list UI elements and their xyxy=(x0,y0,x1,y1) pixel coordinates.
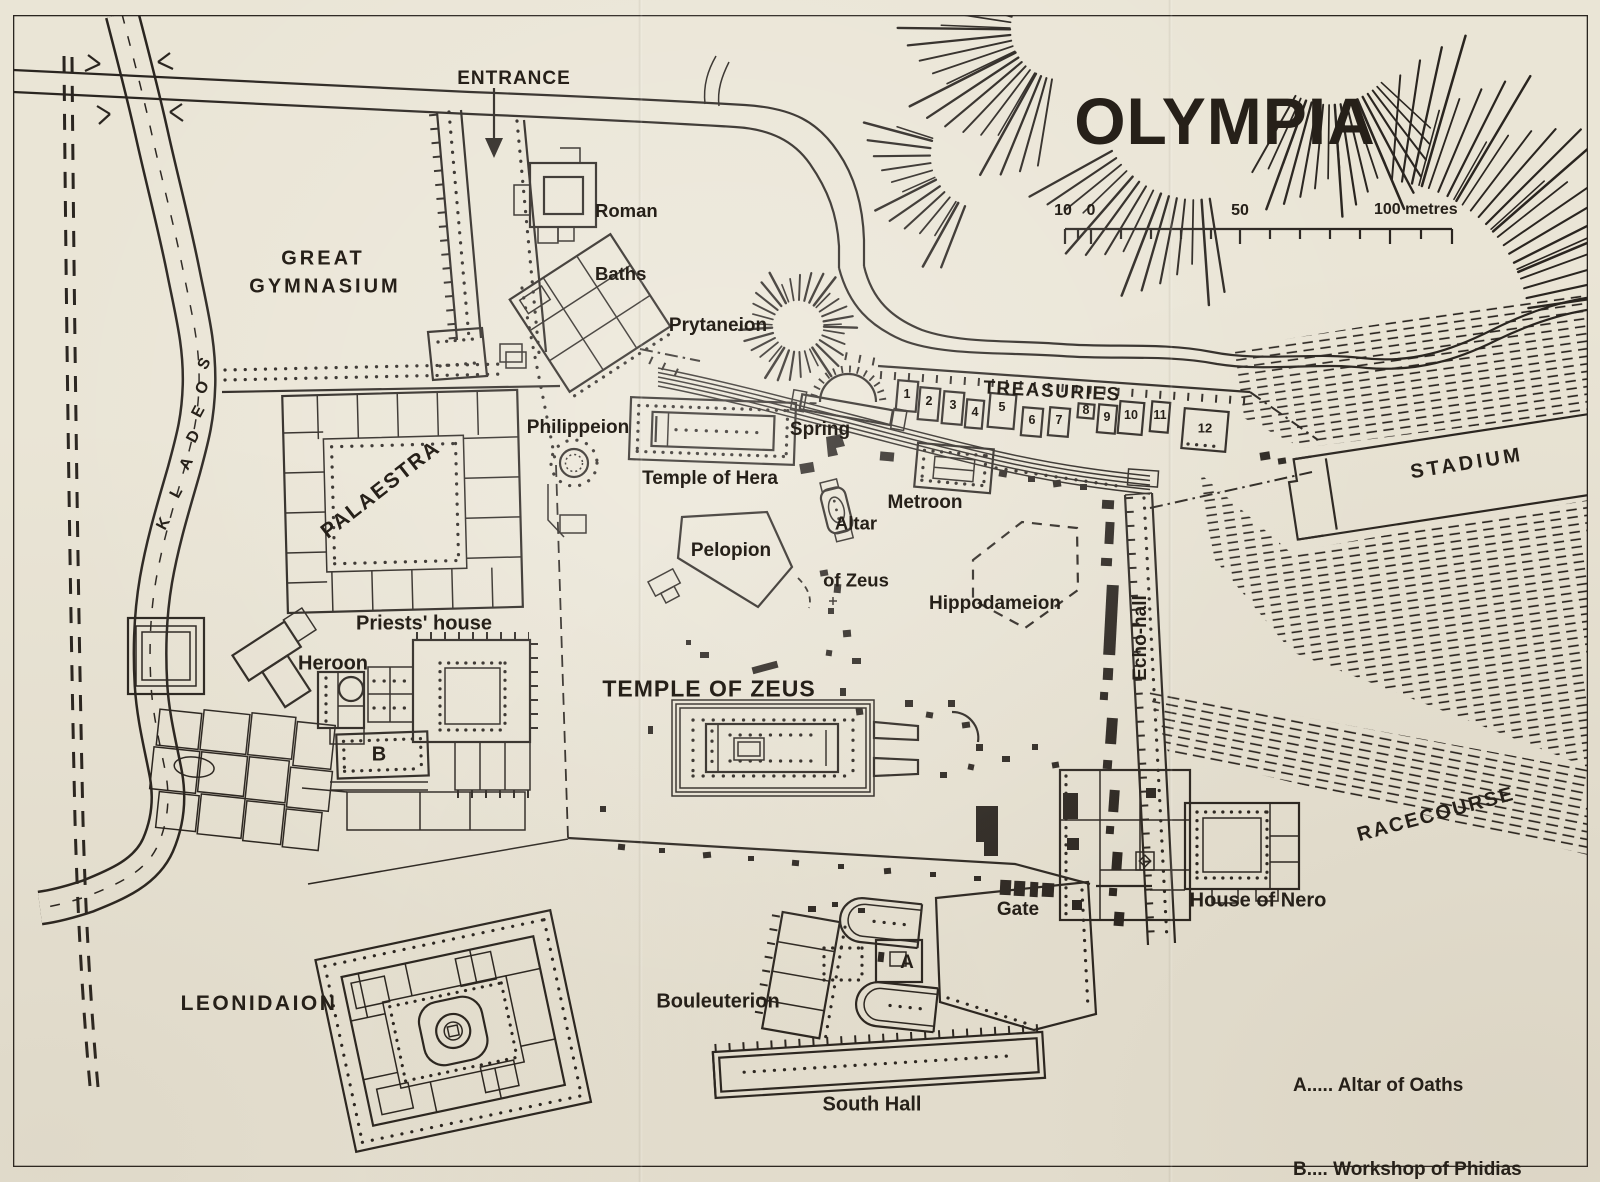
label-altar-of-zeus: Altar of Zeus xyxy=(823,512,889,591)
label-echo-hall: Echo-hall xyxy=(1130,595,1151,681)
treasury-number: 7 xyxy=(1055,413,1063,427)
legend-line-b: B.... Workshop of Phidias xyxy=(1293,1159,1522,1180)
marker-workshop-b: B xyxy=(371,743,387,766)
label-metroon: Metroon xyxy=(887,492,963,513)
legend: A..... Altar of Oaths B.... Workshop of … xyxy=(1293,1016,1522,1182)
treasury-number: 3 xyxy=(949,398,957,412)
label-house-of-nero: House of Nero xyxy=(1189,889,1327,912)
label-roman-baths: Roman Baths xyxy=(595,200,658,284)
label-gate: Gate xyxy=(996,899,1040,920)
label-bouleuterion: Bouleuterion xyxy=(656,990,780,1013)
label-spring: Spring xyxy=(789,419,851,440)
label-entrance: ENTRANCE xyxy=(457,68,571,89)
scale-label-0: 0 xyxy=(1086,202,1096,219)
scale-label-50: 50 xyxy=(1231,202,1249,219)
label-hippodameion: Hippodameion xyxy=(929,593,1061,614)
scale-label-100: 100 metres xyxy=(1374,201,1458,218)
label-great-gymnasium-2: GYMNASIUM xyxy=(249,275,401,298)
legend-line-a: A..... Altar of Oaths xyxy=(1293,1075,1464,1096)
label-temple-of-zeus: TEMPLE OF ZEUS xyxy=(602,675,816,702)
label-south-hall: South Hall xyxy=(822,1093,922,1116)
ruin-marks xyxy=(600,451,1287,963)
label-great-gymnasium-1: GREAT xyxy=(281,247,365,270)
treasury-number: 12 xyxy=(1197,420,1213,436)
racecourse-bank xyxy=(1148,688,1588,856)
treasury-number: 1 xyxy=(903,387,911,401)
label-temple-of-hera: Temple of Hera xyxy=(642,468,778,489)
page-title: OLYMPIA xyxy=(1074,84,1376,158)
label-leonidaion: LEONIDAION xyxy=(180,992,338,1015)
stadium-south-bank xyxy=(1196,470,1588,768)
treasury-number: 4 xyxy=(971,405,979,419)
scale-label-10: 10 xyxy=(1054,202,1072,219)
treasury-number: 5 xyxy=(998,400,1006,414)
label-pelopion: Pelopion xyxy=(690,540,772,561)
treasury-number: 6 xyxy=(1028,413,1036,427)
treasury-number: 2 xyxy=(925,394,933,408)
map-linework xyxy=(13,15,1588,1167)
label-heroon: Heroon xyxy=(298,652,368,675)
marker-altar-a: A xyxy=(900,952,914,973)
treasury-number: 11 xyxy=(1153,408,1167,422)
treasury-number: 10 xyxy=(1124,408,1138,422)
label-philippeion: Philippeion xyxy=(526,417,630,438)
treasury-number: 8 xyxy=(1082,403,1090,417)
hill-hachures xyxy=(737,15,1588,382)
treasury-number: 9 xyxy=(1103,410,1111,424)
label-prytaneion: Prytaneion xyxy=(668,315,768,336)
stadium-north-bank xyxy=(1232,289,1588,448)
label-priests-house: Priests' house xyxy=(356,612,492,635)
